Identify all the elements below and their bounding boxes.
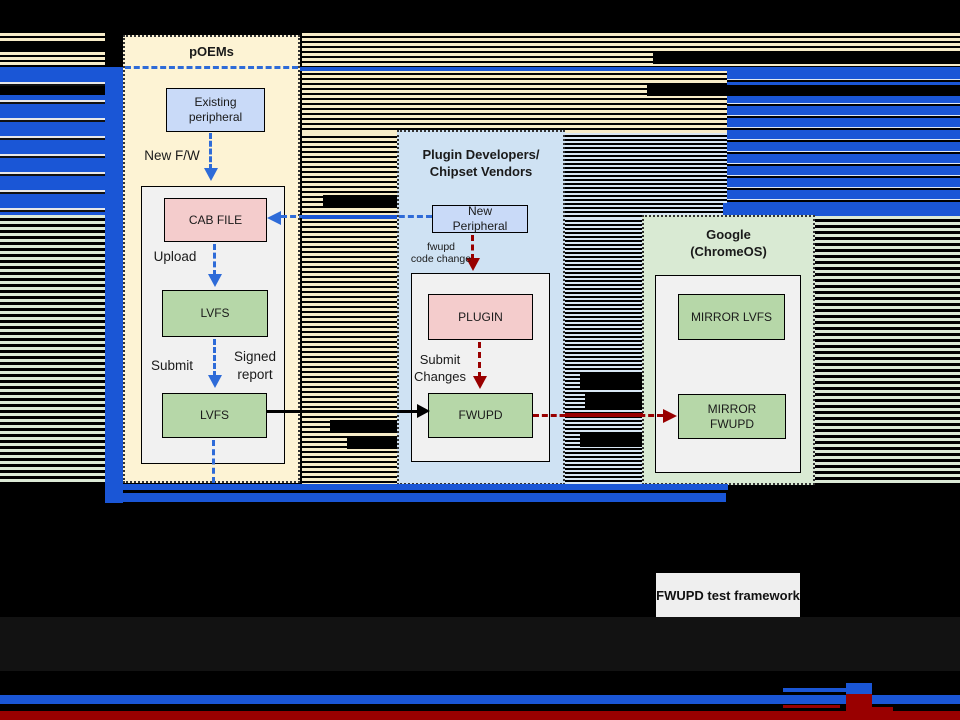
fwupd-node: FWUPD — [428, 393, 533, 438]
glitch-stripes-tan-mid-top — [302, 70, 727, 133]
lvfs-exit-dashed-line — [212, 440, 215, 483]
new-peripheral-to-cab-arrow-head-icon — [267, 211, 281, 225]
submit-changes-line1: Submit — [419, 352, 461, 367]
submit-changes-label: Submit Changes — [412, 352, 468, 386]
glitch-stripes-tan-topleft-1 — [0, 33, 105, 42]
submit-changes-arrow-line — [478, 342, 481, 378]
glitch-black-bar-right-2 — [585, 394, 642, 409]
glitch-black-bar-mid-1 — [323, 195, 397, 208]
submit-changes-line2: Changes — [413, 368, 467, 384]
glitch-black-bar-mid-2 — [330, 420, 397, 432]
lvfs-top-label: LVFS — [200, 306, 230, 320]
glitch-blue-thin-line — [783, 688, 847, 692]
glitch-blue-bar-bottom-2 — [106, 493, 726, 502]
existing-peripheral-label: Existing peripheral — [188, 95, 243, 124]
glitch-blue-bar-footer — [0, 695, 960, 704]
signed-report-label: Signed report — [233, 349, 277, 382]
glitch-red-thin-line — [783, 705, 840, 708]
code-change-arrow-head-icon — [466, 258, 480, 271]
mirror-lvfs-node: MIRROR LVFS — [678, 294, 785, 340]
fwupd-label: FWUPD — [458, 408, 503, 422]
submit-arrow-head-icon — [208, 375, 222, 388]
fwupd-code-change-line1: fwupd — [426, 241, 456, 253]
fwupd-to-mirror-arrow-head-icon — [663, 409, 677, 423]
plugin-label: PLUGIN — [458, 309, 503, 324]
fwupd-test-framework-box: FWUPD test framework — [656, 573, 800, 617]
google-title-line1: Google — [706, 227, 751, 242]
lvfs-to-fwupd-arrow-head-icon — [417, 404, 430, 418]
glitch-stripes-lightblue-1 — [565, 133, 727, 218]
glitch-blue-column-left — [105, 67, 123, 503]
fwupd-to-mirror-solid-segment — [565, 413, 643, 417]
glitch-stripes-green-right — [815, 216, 960, 484]
submit-arrow-line — [213, 339, 216, 377]
new-peripheral-node: New Peripheral — [432, 204, 528, 233]
code-change-arrow-line — [471, 235, 474, 260]
google-title: Google (ChromeOS) — [642, 227, 815, 261]
lvfs-bottom-node: LVFS — [162, 393, 267, 438]
submit-label: Submit — [150, 358, 194, 373]
poems-divider-dashed-line — [125, 66, 298, 69]
fwupd-test-framework-label: FWUPD test framework — [656, 587, 800, 603]
lvfs-bottom-label: LVFS — [199, 408, 230, 422]
glitch-stripes-tan-topleft-2 — [0, 52, 105, 68]
existing-peripheral-node: Existing peripheral — [166, 88, 265, 132]
plugin-developers-title: Plugin Developers/ Chipset Vendors — [397, 147, 565, 181]
glitch-black-bar-top-2 — [647, 85, 960, 96]
mirror-fwupd-label: MIRROR FWUPD — [707, 401, 757, 431]
new-fw-label: New F/W — [144, 148, 200, 163]
submit-changes-arrow-head-icon — [473, 376, 487, 389]
upload-arrow-line — [213, 244, 216, 276]
mirror-lvfs-label: MIRROR LVFS — [690, 309, 773, 324]
lvfs-to-fwupd-arrow-line — [267, 410, 418, 413]
fwupd-code-change-label: fwupd code change — [406, 241, 476, 265]
new-peripheral-label: New Peripheral — [452, 204, 508, 233]
cab-file-node: CAB FILE — [164, 198, 267, 242]
glitch-black-bar-right-1 — [580, 374, 642, 388]
plugin-developers-title-line2: Chipset Vendors — [429, 163, 533, 179]
new-fw-arrow-head-icon — [204, 168, 218, 181]
glitch-red-bar-footer — [0, 711, 960, 720]
glitch-blue-line-top — [0, 67, 960, 71]
poems-title: pOEMs — [189, 44, 234, 59]
cab-file-label: CAB FILE — [188, 212, 243, 227]
fwupd-code-change-line2: code change — [410, 253, 472, 266]
mirror-fwupd-node: MIRROR FWUPD — [678, 394, 786, 439]
plugin-developers-title-line1: Plugin Developers/ — [422, 147, 540, 162]
upload-arrow-head-icon — [208, 274, 222, 287]
glitch-black-bar-right-3 — [580, 432, 642, 447]
google-title-line2: (ChromeOS) — [690, 243, 767, 259]
lvfs-top-node: LVFS — [162, 290, 268, 337]
glitch-black-bar-top-1 — [653, 52, 960, 64]
new-fw-arrow-line — [209, 133, 212, 170]
glitch-blue-bar-right — [723, 203, 960, 216]
upload-label: Upload — [153, 249, 197, 264]
glitch-stripes-green-left — [0, 215, 105, 484]
glitch-bar-left-black — [0, 86, 105, 95]
glitch-black-bar-mid-3 — [347, 436, 397, 449]
glitch-dark-band-bottom — [0, 617, 960, 671]
glitch-red-tab — [872, 707, 893, 712]
plugin-node: PLUGIN — [428, 294, 533, 340]
glitch-blue-bar-bottom-1 — [107, 484, 728, 490]
new-peripheral-to-cab-solid-segment — [302, 215, 397, 219]
glitch-red-square — [846, 694, 872, 712]
